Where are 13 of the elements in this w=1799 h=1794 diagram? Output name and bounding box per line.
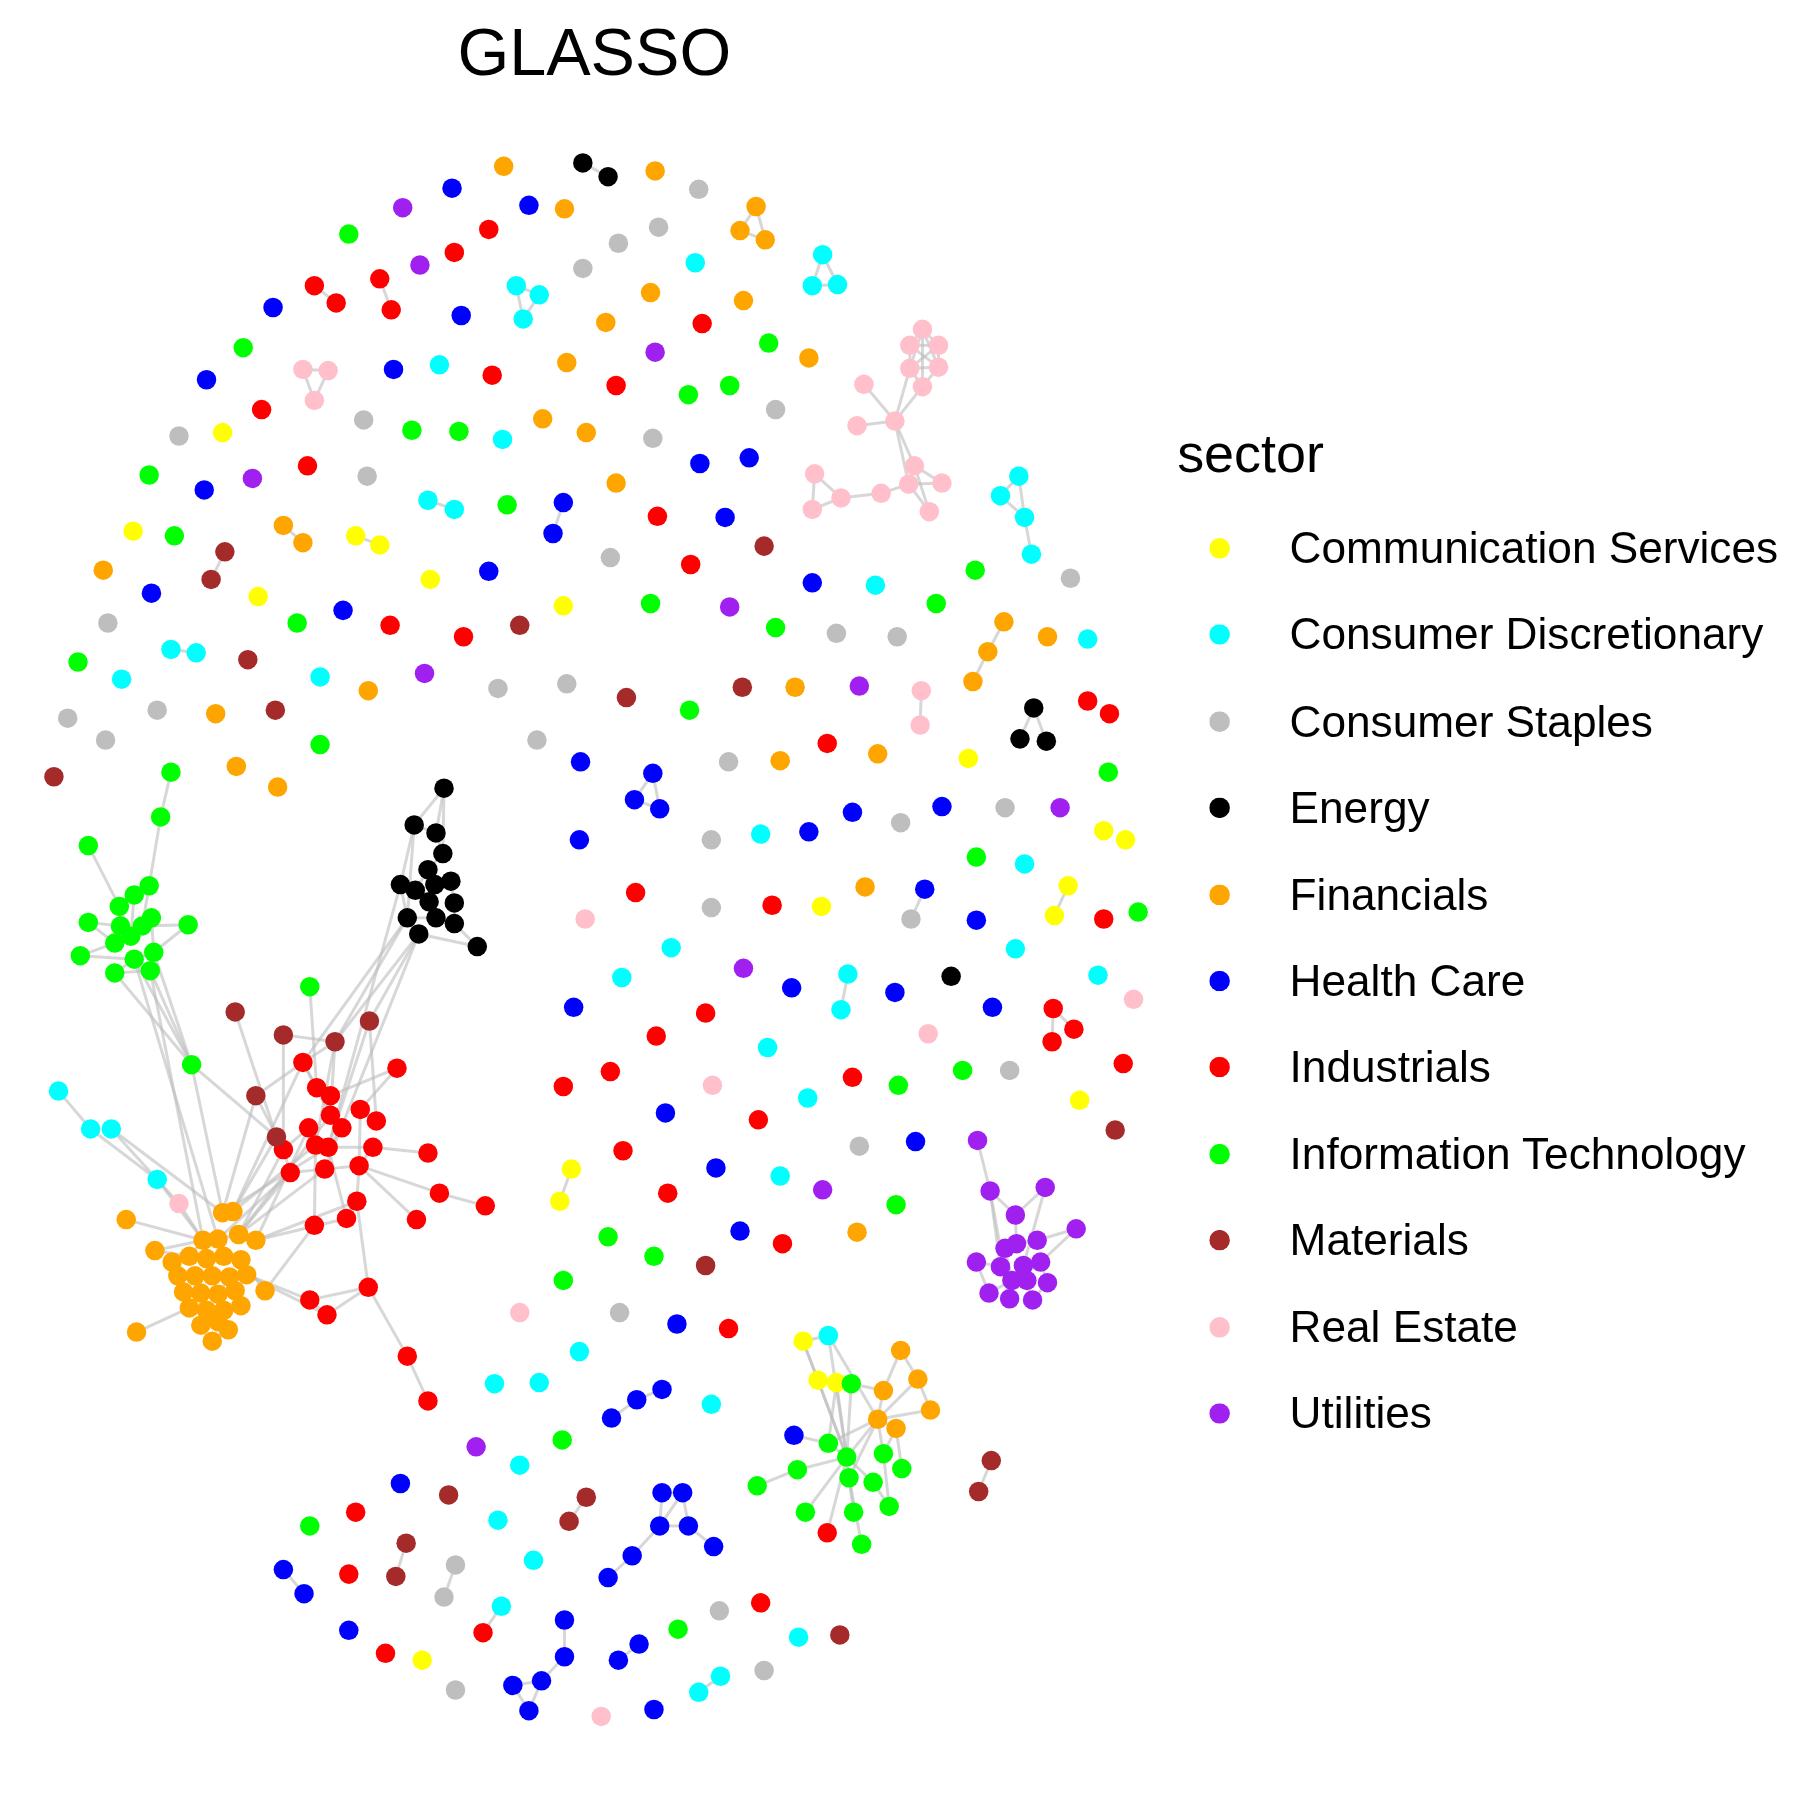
legend-label: Utilities: [1289, 1388, 1432, 1440]
legend-label: Information Technology: [1289, 1128, 1746, 1180]
legend-label: Health Care: [1289, 955, 1526, 1007]
legend-label: Materials: [1289, 1215, 1469, 1266]
legend-label: Real Estate: [1289, 1301, 1518, 1353]
legend-label: Energy: [1289, 782, 1430, 834]
legend-label: Financials: [1289, 869, 1489, 920]
chart-title: GLASSO: [457, 13, 732, 91]
legend-label: Consumer Staples: [1289, 696, 1653, 747]
legend-label: Communication Services: [1289, 523, 1779, 574]
legend-title: sector: [1177, 422, 1324, 485]
legend-label: Industrials: [1289, 1042, 1491, 1093]
legend-label: Consumer Discretionary: [1289, 609, 1764, 661]
